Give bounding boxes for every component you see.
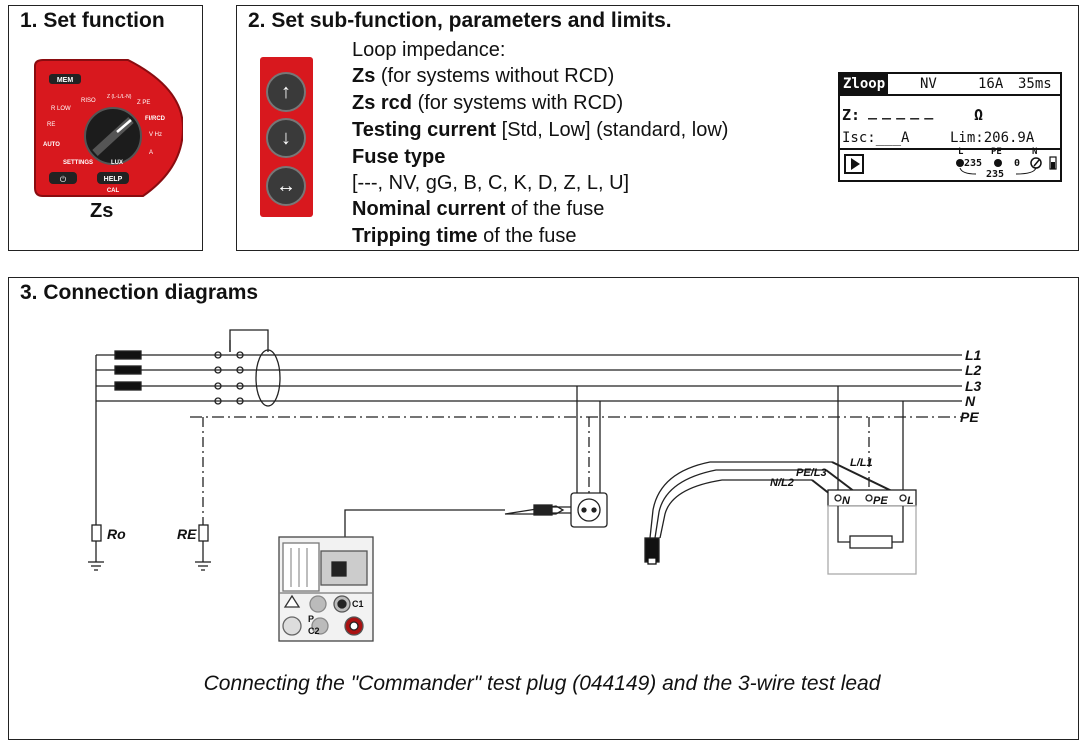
terminal-l-label: L [907, 495, 914, 507]
line-label-n: N [965, 393, 976, 409]
connection-diagrams-title: 3. Connection diagrams [20, 281, 259, 304]
mem-button-label: MEM [57, 77, 74, 84]
desc-line: Zs (for systems without RCD) [352, 65, 615, 87]
p-label: P [308, 614, 314, 624]
svg-text:SETTINGS: SETTINGS [63, 160, 93, 166]
lcd-display: Zloop NV 16A 35ms Z: _ _ _ _ _ Ω Isc:___… [838, 72, 1062, 182]
play-icon [844, 154, 864, 174]
line-label-l3: L3 [965, 378, 982, 394]
svg-text:R LOW: R LOW [51, 106, 71, 112]
svg-text:CAL: CAL [107, 188, 120, 194]
line-label-pe: PE [960, 409, 979, 425]
c2-label: C2 [308, 626, 320, 636]
svg-text:Z PE: Z PE [137, 100, 150, 106]
arrow-down-button[interactable]: ↓ [266, 118, 306, 158]
lcd-l-label: L [958, 147, 964, 157]
arrow-left-right-icon: ↔ [276, 175, 296, 197]
ro-label: Ro [107, 526, 126, 542]
re-label: RE [177, 526, 197, 542]
svg-text:LUX: LUX [111, 160, 123, 166]
terminal-n-label: N [842, 495, 851, 507]
lcd-v-pen: 0 [1014, 158, 1021, 169]
n-l2-label: N/L2 [770, 477, 794, 489]
lcd-lim: Lim:206.9A [950, 130, 1035, 146]
svg-text:AUTO: AUTO [43, 142, 60, 148]
lcd-v-lpe: 235 [964, 158, 983, 169]
desc-line: Loop impedance: [352, 39, 506, 61]
line-label-l1: L1 [965, 347, 982, 363]
lcd-header: Zloop NV 16A 35ms [840, 74, 1060, 96]
lcd-pe-label: PE [991, 147, 1002, 157]
connection-diagram: L1 L2 L3 N PE Ro RE PE/L3 L/L1 N/L2 N PE… [88, 329, 982, 642]
svg-text:V Hz: V Hz [149, 132, 162, 138]
svg-text:⏻: ⏻ [60, 175, 67, 184]
lcd-terminal-indicator [956, 156, 1057, 175]
desc-line: [---, NV, gG, B, C, K, D, Z, L, U] [352, 172, 630, 194]
set-function-title: 1. Set function [20, 9, 165, 32]
desc-line: Fuse type [352, 146, 446, 168]
svg-text:A: A [149, 150, 153, 156]
lcd-z-label: Z: [842, 106, 861, 124]
desc-line: Nominal current of the fuse [352, 198, 605, 220]
set-function-panel [8, 5, 203, 251]
lcd-time: 35ms [1018, 76, 1052, 92]
diagram-caption: Connecting the "Commander" test plug (04… [203, 672, 881, 695]
lcd-fuse-type: NV [920, 76, 937, 92]
svg-text:Z (L-L/L-N): Z (L-L/L-N) [107, 94, 132, 100]
lcd-unit: Ω [974, 106, 984, 124]
line-label-l2: L2 [965, 362, 982, 378]
instrument-dial-image: MEM R LOW RISO Z (L-L/L-N) Z PE FI/RCD R… [34, 59, 183, 197]
arrow-up-button[interactable]: ↑ [266, 72, 306, 112]
svg-text:RE: RE [47, 122, 55, 128]
lcd-z-value: _ _ _ _ _ [868, 102, 933, 120]
arrow-up-icon: ↑ [281, 81, 291, 103]
lcd-divider [840, 148, 1060, 150]
lcd-v-ln: 235 [986, 169, 1005, 180]
svg-text:HELP: HELP [104, 176, 123, 183]
lcd-n-label: N [1032, 147, 1038, 157]
arrow-left-right-button[interactable]: ↔ [266, 166, 306, 206]
l-l1-label: L/L1 [850, 457, 873, 469]
lcd-isc: Isc:___A [842, 130, 910, 146]
svg-text:RISO: RISO [81, 98, 96, 104]
desc-line: Zs rcd (for systems with RCD) [352, 92, 624, 114]
c1-label: C1 [352, 599, 364, 609]
function-label: Zs [90, 200, 114, 222]
arrow-down-icon: ↓ [281, 127, 291, 149]
lcd-mode: Zloop [840, 74, 889, 94]
desc-line: Testing current [Std, Low] (standard, lo… [352, 119, 729, 141]
svg-text:FI/RCD: FI/RCD [145, 116, 166, 122]
terminal-pe-label: PE [873, 495, 888, 507]
pe-l3-label: PE/L3 [796, 467, 827, 479]
lcd-current: 16A [978, 76, 1004, 92]
connection-diagrams-panel [8, 277, 1079, 740]
sub-function-title: 2. Set sub-function, parameters and limi… [248, 9, 672, 32]
desc-line: Tripping time of the fuse [352, 225, 577, 247]
sub-function-panel [236, 5, 1079, 251]
